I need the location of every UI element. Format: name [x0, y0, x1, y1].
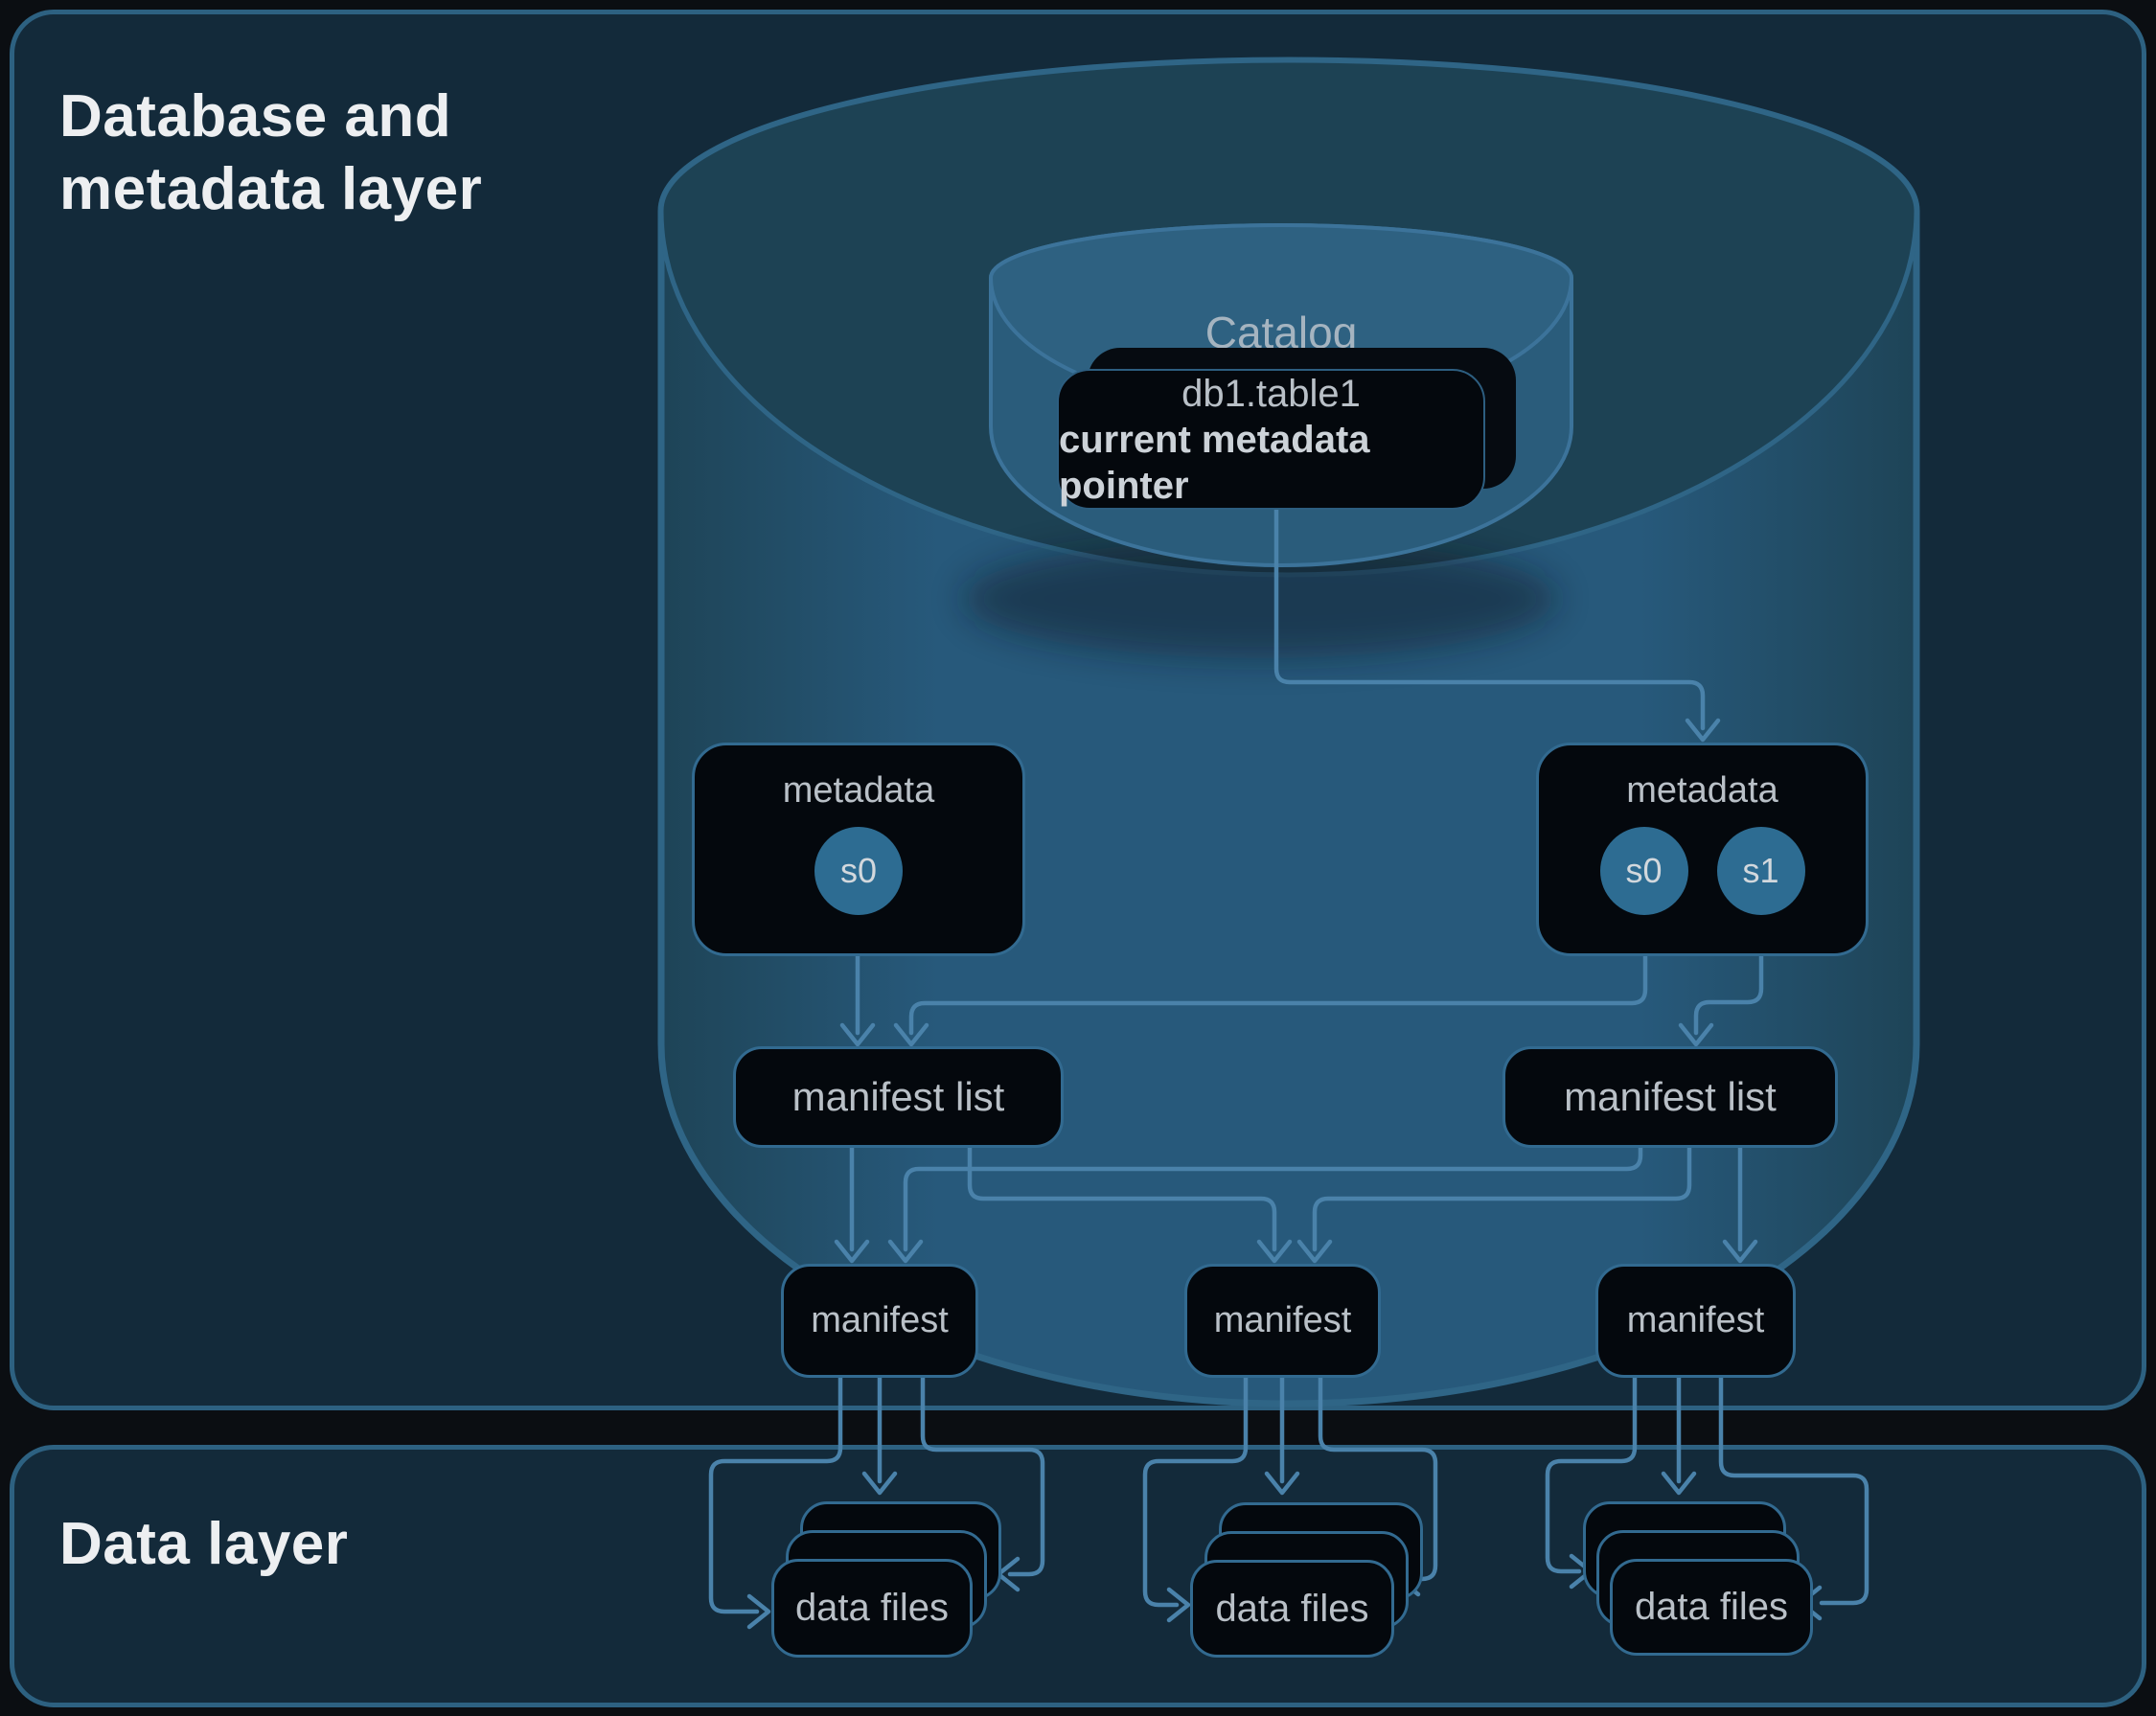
arrowhead-manifestlist-left-2 — [893, 1022, 929, 1047]
data-files-middle: data files — [1190, 1560, 1394, 1658]
catalog-shadow — [963, 539, 1557, 658]
arrowhead-datafiles-mid-top — [1264, 1471, 1300, 1496]
data-layer-title: Data layer — [59, 1511, 349, 1577]
arrowhead-datafiles-left-top — [861, 1471, 898, 1496]
metadata-left-label: metadata — [782, 770, 935, 811]
manifest-list-left: manifest list — [733, 1046, 1064, 1148]
arrowhead-datafiles-mid-side — [1166, 1587, 1191, 1623]
connector-manifestleft-datafiles-right — [920, 1375, 1045, 1577]
connector-s0right-to-manifestlist-left — [908, 927, 1648, 1036]
snapshot-s1-right: s1 — [1716, 827, 1805, 915]
metadata-right-label: metadata — [1626, 770, 1778, 811]
arrowhead-manifest-middle-2 — [1296, 1239, 1333, 1264]
pointer-caption: current metadata pointer — [1059, 418, 1370, 507]
manifest-left: manifest — [781, 1264, 978, 1378]
arrowhead-manifest-left-2 — [887, 1239, 924, 1264]
manifest-list-right: manifest list — [1502, 1046, 1838, 1148]
metadata-file-right: metadata s0 s1 — [1536, 743, 1869, 956]
manifest-right: manifest — [1595, 1264, 1796, 1378]
connector-manifestmid-datafiles-right — [1318, 1375, 1438, 1582]
connector-manifestleft-datafiles-left — [708, 1375, 843, 1614]
pointer-table-name: db1.table1 — [1181, 372, 1361, 415]
data-files-right: data files — [1610, 1559, 1813, 1656]
connector-mlr-to-manifest-left — [903, 1145, 1643, 1252]
metadata-pointer-card: db1.table1 current metadata pointer — [1057, 369, 1485, 510]
arrowhead-metadata-right — [1685, 718, 1721, 743]
arrowhead-manifest-right — [1722, 1239, 1758, 1264]
connector-manifestright-datafiles-left — [1545, 1375, 1638, 1574]
arrowhead-manifestlist-left-1 — [839, 1022, 876, 1047]
connector-mlr-to-manifest-middle — [1312, 1145, 1692, 1252]
snapshot-s0-right: s0 — [1599, 827, 1688, 915]
arrowhead-manifest-left-1 — [834, 1239, 870, 1264]
manifest-middle: manifest — [1184, 1264, 1381, 1378]
metadata-layer-title-line1: Database and — [59, 83, 452, 149]
data-files-left: data files — [771, 1559, 973, 1658]
connector-mll-to-manifest-middle — [967, 1145, 1277, 1252]
connector-manifestright-datafiles-right — [1718, 1375, 1869, 1606]
arrowhead-datafiles-right-top — [1661, 1471, 1697, 1496]
metadata-file-left: metadata s0 — [692, 743, 1025, 956]
connector-manifestmid-datafiles-left — [1142, 1375, 1249, 1608]
connector-s1-to-manifestlist-right — [1693, 927, 1764, 1036]
snapshot-s0-left: s0 — [814, 827, 903, 915]
metadata-layer-title: Database and metadata layer — [59, 80, 482, 226]
connector-pointer-to-metadata-right — [1273, 507, 1706, 731]
metadata-layer-title-line2: metadata layer — [59, 156, 483, 222]
arrowhead-datafiles-left-side — [746, 1593, 771, 1630]
arrowhead-manifestlist-right — [1678, 1022, 1714, 1047]
arrowhead-manifest-middle-1 — [1256, 1239, 1293, 1264]
